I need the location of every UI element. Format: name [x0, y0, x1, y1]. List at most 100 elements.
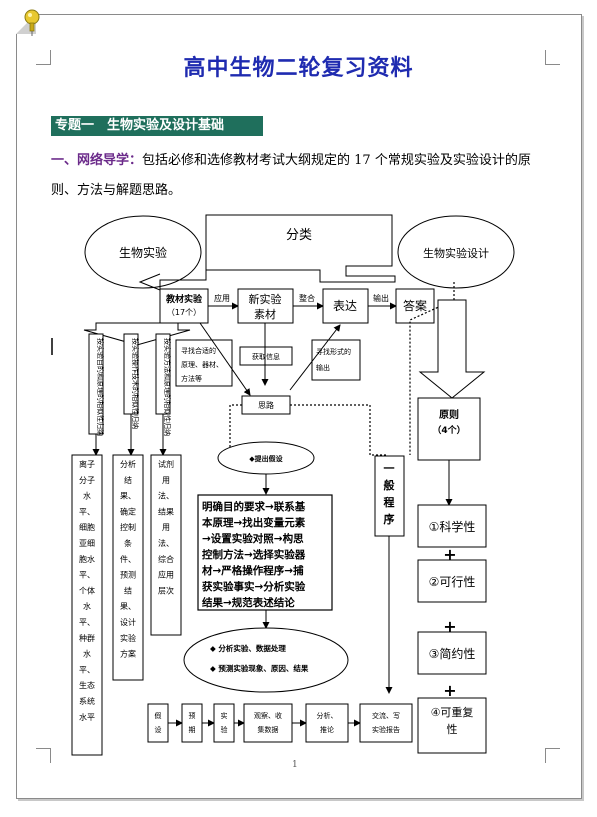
general-procedure-char: 程 — [384, 495, 395, 509]
intro-text: 包括必修和选修教材考试大纲规定的 17 个常规实验及实验设计的原则、方法与解题思… — [51, 153, 531, 198]
principles-down-arrow — [418, 299, 486, 399]
intro-paragraph: 一、网络导学：包括必修和选修教材考试大纲规定的 17 个常规实验及实验设计的原则… — [51, 146, 551, 206]
list-levels — [71, 454, 103, 756]
note-find-principle-1: 寻找合适的 — [181, 346, 216, 355]
box-principles — [417, 397, 481, 461]
list-item: 水 — [83, 649, 91, 659]
note-find-principle — [175, 339, 233, 387]
page-number: 1 — [292, 760, 298, 770]
section-header: 专题一 生物实验及设计基础 — [51, 116, 263, 136]
flow-experiment — [213, 703, 235, 743]
flow-expectation-1: 预 — [189, 711, 196, 720]
design-step-line: →设置实验对照→构思 — [202, 532, 304, 545]
list-item: 层次 — [158, 585, 174, 595]
arrow-textbook-thinking — [199, 322, 251, 396]
ellipse-hypothesis-label: ◆提出假设 — [249, 454, 283, 463]
list-item: 水平 — [79, 712, 95, 722]
column-operation-label: 按实验操作技术的相似性归纳 — [131, 338, 140, 429]
list-item: 平、 — [79, 571, 95, 580]
flow-experiment-2: 验 — [221, 725, 228, 734]
list-item: 结 — [124, 585, 132, 595]
list-item: 种群 — [79, 633, 95, 643]
principle-scientific — [417, 504, 487, 548]
list-item: 结 — [124, 475, 132, 485]
principle-repeatable — [417, 697, 487, 754]
edge-output-label: 输出 — [373, 293, 389, 303]
box-express — [322, 288, 369, 324]
list-item: 应用 — [158, 570, 174, 580]
principles-count: （4个） — [432, 424, 465, 436]
flow-expectation-2: 期 — [189, 726, 196, 734]
list-item: 水 — [83, 491, 91, 501]
list-item: 条 — [124, 538, 132, 548]
document-title: 高中生物二轮复习资料 — [183, 55, 414, 81]
general-procedure-char: 一 — [384, 462, 395, 475]
list-item: 平、 — [79, 507, 95, 516]
principle-feasible — [417, 559, 487, 603]
box-new-material-label-1: 新实验 — [249, 292, 282, 306]
column-method-label: 按实验方法和原理的相似性归纳 — [163, 338, 172, 436]
list-item: 法、 — [158, 538, 174, 548]
list-item: 细胞 — [79, 522, 95, 532]
list-item: 水 — [83, 601, 91, 611]
classify-arrow-left — [138, 270, 207, 291]
flow-report-1: 交流、写 — [372, 711, 400, 720]
principle-simple — [417, 631, 487, 675]
list-item: 方案 — [120, 649, 136, 659]
list-item: 果、 — [120, 602, 136, 611]
principle-feasible-label: ②可行性 — [429, 575, 476, 589]
intro-lead: 一、网络导学： — [51, 153, 143, 168]
principle-scientific-label: ①科学性 — [429, 519, 476, 534]
list-item: 综合 — [158, 554, 174, 564]
list-item: 试剂 — [158, 459, 174, 469]
list-item: 确定 — [120, 506, 136, 516]
box-textbook-label-1: 教材实验 — [165, 293, 203, 305]
list-item: 用 — [162, 523, 170, 532]
list-item: 控制 — [120, 522, 136, 532]
list-item: 用 — [162, 476, 170, 485]
list-item: 实验 — [120, 633, 136, 643]
flow-expectation — [181, 703, 203, 743]
ellipse-biology-experiment — [84, 215, 202, 289]
column-purpose-label: 按实验目的和原理的相似性归纳 — [96, 338, 105, 436]
ellipse-analysis-2: ◆ 预测实验现象、原因、结果 — [210, 663, 309, 673]
note-get-info — [239, 346, 293, 366]
flow-hypothesis-2: 设 — [155, 725, 162, 734]
list-item: 平、 — [79, 665, 95, 674]
flow-observe-2: 集数据 — [258, 725, 279, 734]
ellipse-analysis — [183, 627, 349, 693]
list-item: 胞水 — [79, 554, 95, 564]
crop-mark — [545, 748, 560, 763]
dotted-link-left — [229, 404, 242, 455]
crop-mark — [36, 748, 51, 763]
principle-simple-label: ③简约性 — [429, 646, 476, 661]
box-textbook-label-2: （17个） — [167, 308, 201, 317]
flow-report — [359, 703, 413, 743]
flow-report-2: 实验报告 — [372, 725, 400, 734]
note-output-form — [311, 339, 361, 381]
box-general-procedure — [374, 455, 405, 537]
list-item: 系统 — [79, 696, 95, 706]
note-output-form-2: 输出 — [316, 363, 330, 372]
pushpin-icon — [24, 9, 40, 36]
flow-observe — [243, 703, 293, 743]
edge-combine-label: 整合 — [299, 293, 315, 303]
ellipse-experiment-design-label: 生物实验设计 — [423, 246, 489, 260]
plus-sign: + — [443, 681, 456, 700]
note-find-principle-3: 方法等 — [181, 374, 202, 383]
list-item: 分子 — [79, 476, 95, 485]
list-item: 离子 — [79, 459, 95, 469]
design-step-line: 控制方法→选择实验器 — [202, 548, 306, 561]
dotted-link-right — [290, 404, 388, 456]
note-find-principle-2: 原理、器材、 — [181, 360, 223, 369]
list-methods — [150, 454, 182, 636]
design-step-line: 明确目的要求→联系基 — [202, 500, 306, 513]
list-operations — [112, 454, 144, 681]
list-item: 个体 — [79, 585, 95, 595]
box-express-label: 表达 — [333, 299, 357, 313]
box-design-steps — [197, 494, 333, 611]
